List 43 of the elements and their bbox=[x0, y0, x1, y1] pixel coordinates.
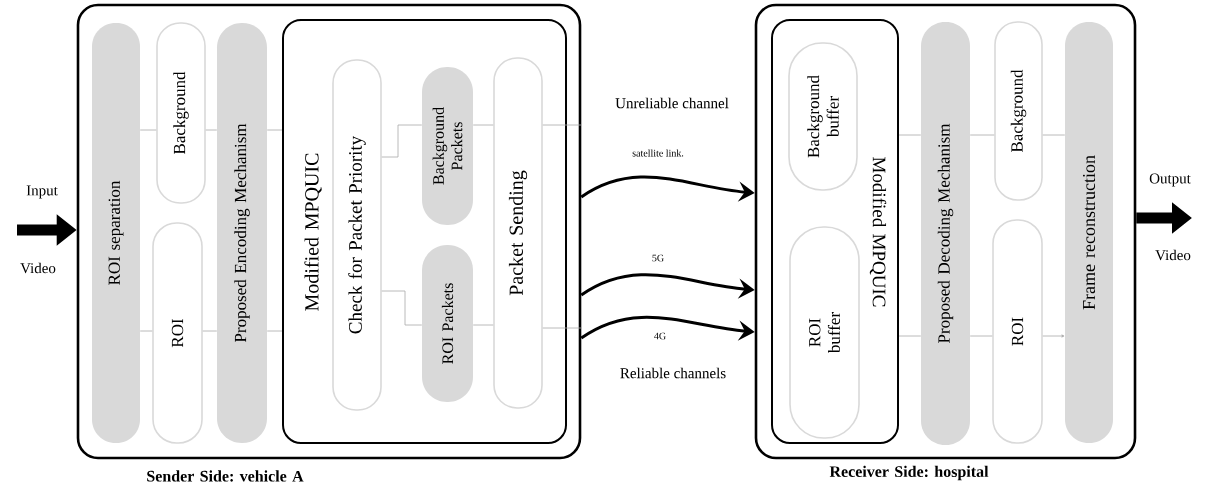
connector-line bbox=[381, 124, 423, 158]
process-bar: Background bbox=[156, 22, 206, 204]
connector-line bbox=[266, 129, 283, 131]
process-bar: ROI Packets bbox=[422, 245, 473, 402]
process-bar: Proposed Encoding Mechanism bbox=[217, 23, 267, 443]
process-bar: Background bbox=[994, 21, 1043, 201]
buffer-box: Background buffer bbox=[788, 42, 858, 191]
text-label: Unreliable channel bbox=[615, 97, 729, 109]
connector-line bbox=[202, 330, 218, 332]
connector-line bbox=[472, 324, 494, 326]
process-bar: ROI separation bbox=[92, 23, 140, 443]
connector-line bbox=[266, 330, 283, 332]
edge-label: 4G bbox=[652, 331, 668, 341]
node-label: Sender Side: vehicle A bbox=[147, 470, 304, 482]
process-bar: ROI bbox=[152, 222, 203, 444]
arrow bbox=[1042, 334, 1065, 338]
process-bar: Packet Sending bbox=[493, 57, 543, 409]
text-label: Reliable channels bbox=[620, 367, 726, 379]
process-bar: Check for Packet Priority bbox=[332, 59, 382, 411]
connector-line bbox=[969, 134, 995, 136]
text-label: Video bbox=[1155, 249, 1191, 261]
node-label: Receiver Side: hospital bbox=[829, 465, 989, 481]
connector-line bbox=[139, 129, 157, 131]
connector-line bbox=[381, 290, 423, 326]
process-bar: Background Packets bbox=[422, 67, 473, 225]
process-bar: Proposed Decoding Mechanism bbox=[921, 22, 970, 445]
connector-line bbox=[472, 124, 494, 126]
edge-label: 5G bbox=[650, 253, 666, 263]
connector-line bbox=[898, 134, 922, 136]
connector-line bbox=[139, 330, 153, 332]
connector-line bbox=[1042, 134, 1066, 136]
connector-line bbox=[205, 129, 218, 131]
connector-line bbox=[542, 124, 582, 126]
text-label: Video bbox=[20, 262, 56, 274]
process-bar: Frame reconstruction bbox=[1065, 22, 1113, 443]
process-bar: ROI bbox=[992, 219, 1043, 444]
text-label: Input bbox=[26, 185, 58, 199]
connector-line bbox=[898, 335, 922, 337]
edge-label: satellite link. bbox=[631, 148, 685, 158]
connector-line bbox=[542, 327, 582, 329]
text-label: Output bbox=[1149, 173, 1191, 187]
buffer-box: ROI buffer bbox=[789, 226, 860, 439]
connector-line bbox=[969, 335, 993, 337]
